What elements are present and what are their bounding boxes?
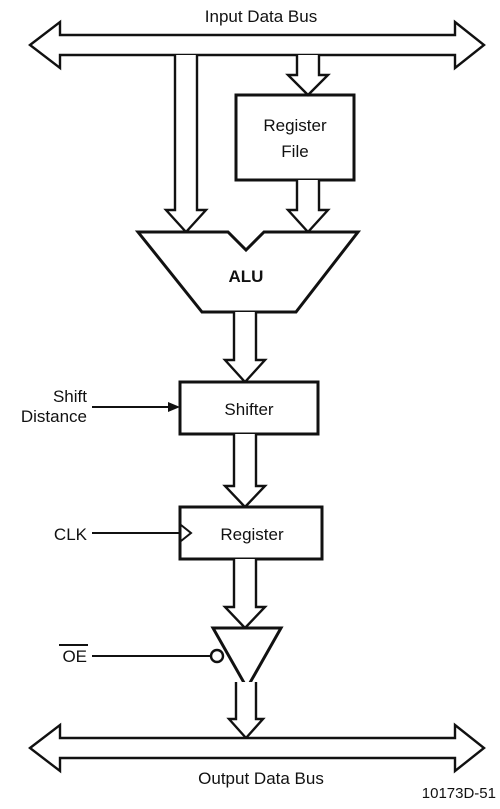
output-data-bus-label: Output Data Bus xyxy=(198,769,324,788)
clk-label: CLK xyxy=(54,525,88,544)
oe-label: OE xyxy=(62,647,87,666)
shift-distance-label-line1: Shift xyxy=(53,387,87,406)
shifter-to-register-arrow xyxy=(222,434,268,509)
oe-inversion-bubble xyxy=(209,648,225,664)
shifter-label: Shifter xyxy=(224,400,273,419)
shifter-block xyxy=(178,380,320,436)
alu-to-shifter-arrow xyxy=(222,312,268,384)
output-data-bus xyxy=(28,722,486,774)
shift-distance-arrowhead xyxy=(168,402,180,412)
register-file-label-line1: Register xyxy=(263,116,327,135)
register-to-buffer-arrow xyxy=(222,559,268,630)
register-file-to-alu-arrow xyxy=(285,180,331,234)
bus-to-register-file-arrow xyxy=(285,55,331,97)
alu-label: ALU xyxy=(229,267,264,286)
bus-to-alu-arrow xyxy=(163,55,209,234)
alu-block xyxy=(134,230,362,314)
buffer-to-output-bus-arrow xyxy=(226,682,266,740)
input-data-bus xyxy=(28,19,486,71)
input-data-bus-label: Input Data Bus xyxy=(205,7,317,26)
shift-distance-label-line2: Distance xyxy=(21,407,87,426)
register-label: Register xyxy=(220,525,284,544)
figure-id: 10173D-51 xyxy=(422,785,496,802)
tristate-buffer xyxy=(210,626,284,692)
register-file-label-line2: File xyxy=(281,142,308,161)
register-file-block xyxy=(234,93,356,182)
clock-triangle-icon xyxy=(180,524,193,542)
